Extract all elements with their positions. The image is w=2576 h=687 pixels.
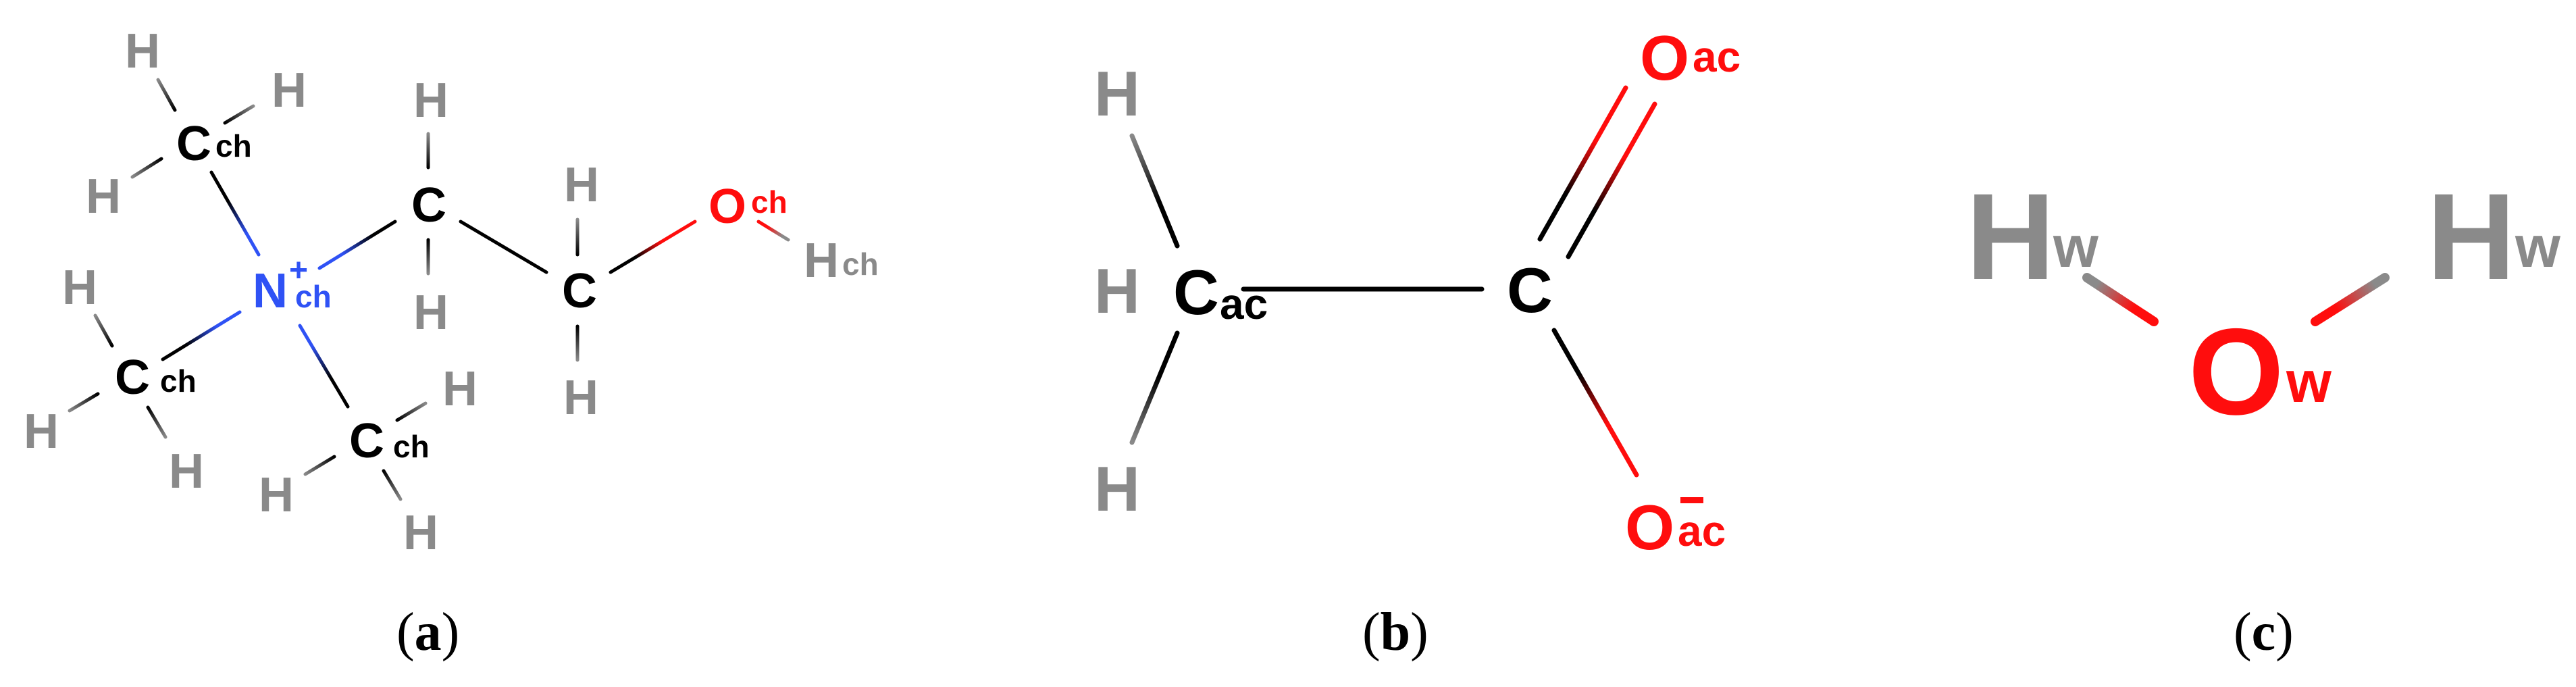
atom-h: H [1094, 453, 1140, 524]
bond-n-c-chain1 [317, 220, 397, 270]
bond-h-o-right [2311, 273, 2390, 326]
bond-c-chain1-c-chain2 [459, 220, 548, 274]
atom-o: O [2188, 303, 2284, 440]
bond-n-c-methyl3 [298, 324, 350, 409]
atom-o: O [709, 180, 746, 234]
panel-c-atoms: H w H w O w [1966, 168, 2561, 440]
atom-h: H [563, 371, 598, 425]
atom-h: H [62, 261, 97, 315]
panel-a-choline: H H C ch H N + ch C H H H C ch H H C ch … [24, 24, 879, 662]
atom-h: H [259, 468, 294, 522]
atom-label-subscript: ch [393, 429, 430, 464]
bond-h-c-methyl1-right [223, 104, 255, 125]
atom-label-subscript: ac [1693, 32, 1741, 81]
atom-h: H [564, 158, 599, 212]
bond-c-o-double-2 [1566, 101, 1657, 259]
bond-c-o-single [1551, 328, 1639, 478]
atom-h: H [413, 286, 448, 340]
atom-h: H [1094, 58, 1140, 129]
atom-c-methyl: C [1173, 257, 1219, 328]
atom-h: H [442, 362, 478, 416]
panel-b-acetate: H H H C ac C O ac O ac (b) [1094, 22, 1741, 662]
bond-h-c-methyl2-top [93, 313, 114, 348]
bond-h-c-methyl1-top [156, 78, 177, 112]
bond-o-h-hydroxyl [756, 220, 790, 242]
panel-a-bonds [68, 78, 790, 501]
atom-label-subscript: ch [295, 279, 332, 314]
panel-b-atoms: H H H C ac C O ac O ac [1094, 22, 1741, 563]
atom-label-subscript: ac [1678, 507, 1726, 555]
atom-h: H [1094, 255, 1140, 326]
atom-h: H [403, 506, 438, 560]
atom-c-methyl: C [349, 414, 384, 468]
caption-b: (b) [1362, 603, 1428, 662]
charge-plus: + [289, 253, 308, 288]
atom-c: C [562, 264, 597, 318]
atom-n: N [253, 264, 288, 318]
atom-h: H [1966, 168, 2055, 305]
atom-h: H [804, 234, 839, 288]
atom-c-carboxyl: C [1507, 255, 1553, 326]
atom-h: H [2427, 168, 2515, 305]
atom-h: H [125, 24, 160, 78]
bond-h-c-methyl2-left [68, 392, 100, 413]
bond-h-c-top [1129, 133, 1180, 249]
atom-o-single: O [1625, 492, 1674, 563]
bond-c-o-double-1 [1537, 85, 1628, 242]
panel-b-bonds [1129, 85, 1657, 478]
atom-label-subscript: w [2053, 215, 2099, 280]
bond-h-c-methyl3-left [303, 455, 336, 476]
atom-c-methyl: C [115, 351, 150, 405]
bond-h-c-bottom [1129, 330, 1180, 445]
atom-label-subscript: ch [842, 247, 879, 282]
caption-c: (c) [2234, 603, 2294, 662]
atom-h: H [24, 405, 59, 459]
bond-h-c-methyl3-right [395, 401, 428, 422]
atom-label-superscript: ch [751, 184, 788, 220]
atom-label-subscript: ch [160, 363, 197, 399]
atom-h: H [272, 63, 307, 118]
atom-o-double: O [1640, 22, 1689, 93]
caption-a: (a) [396, 603, 459, 662]
panel-c-bonds [2082, 273, 2390, 326]
bond-h-c-methyl3-bottom [382, 469, 403, 501]
bond-c-methyl1-n [209, 170, 261, 257]
bond-c-chain2-o [609, 220, 697, 274]
atom-label-subscript: w [2286, 350, 2332, 415]
panel-a-atoms: H H C ch H N + ch C H H H C ch H H C ch … [24, 24, 879, 560]
atom-c-methyl: C [176, 117, 211, 171]
panel-c-water: H w H w O w (c) [1966, 168, 2561, 662]
charge-minus [1680, 497, 1703, 503]
atom-label-subscript: ch [215, 128, 252, 163]
atom-label-subscript: w [2515, 215, 2561, 280]
atom-h: H [86, 170, 121, 224]
bond-h-o-left [2082, 273, 2159, 326]
atom-h: H [413, 74, 448, 128]
atom-h: H [169, 444, 204, 499]
atom-c: C [411, 178, 446, 232]
bond-n-c-methyl2 [161, 310, 242, 361]
bond-h-c-methyl1-left [130, 157, 163, 179]
atom-label-subscript: ac [1220, 280, 1268, 328]
bond-h-c-methyl2-bottom [146, 405, 168, 439]
